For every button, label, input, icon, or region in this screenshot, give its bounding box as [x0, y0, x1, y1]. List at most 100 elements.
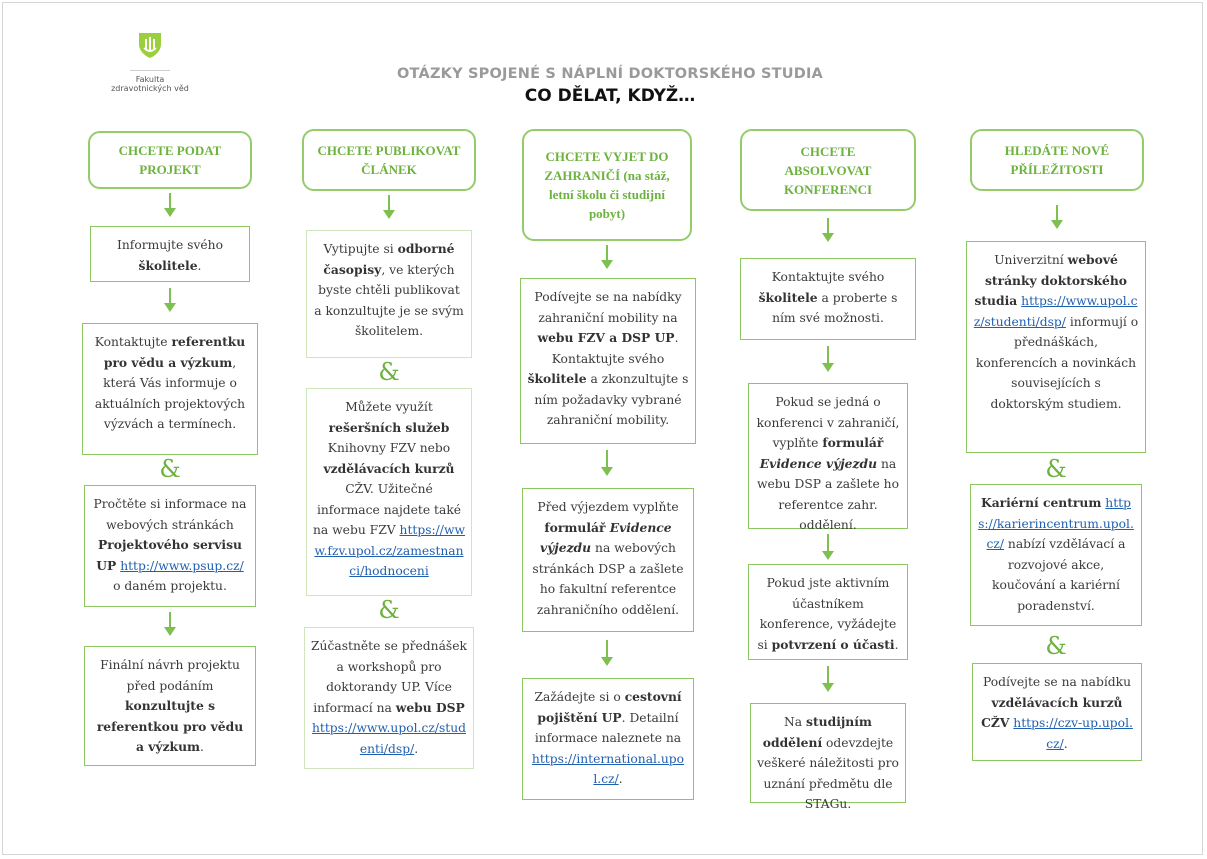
col4-box-1: Kontaktujte svého školitele a proberte s… — [740, 258, 916, 340]
logo-line-1: Fakulta — [135, 75, 165, 84]
col1-box-3-bold: Projektového servisu UP — [96, 537, 242, 573]
col1-arrow-3 — [164, 612, 176, 636]
col2-ampersand-1: & — [378, 358, 400, 386]
col5-heading-line-2: PŘÍLEŽITOSTI — [1010, 162, 1104, 177]
col1-box-4-bold: konzultujte s referentkou pro vědu a výz… — [96, 698, 244, 754]
col4-box-2-bold: formulář — [822, 435, 884, 450]
col3-box-2-bold: formulář — [544, 519, 610, 535]
col3-box-3: Zažádejte si o cestovní pojištění UP. De… — [522, 678, 694, 800]
col4-box-2-rest: na webu DSP a zašlete ho referentce zahr… — [757, 456, 899, 533]
col2-ampersand-2: & — [378, 596, 400, 624]
col2-box-1-text: Vytipujte si — [323, 242, 398, 256]
col2-box-3: Zúčastněte se přednášek a workshopů pro … — [304, 627, 474, 769]
czv-link[interactable]: https://czv-up.upol.cz/ — [1013, 716, 1133, 751]
col1-box-1-end: . — [197, 258, 202, 273]
faculty-shield-icon — [139, 33, 161, 58]
col2-box-1-bold: odborné časopisy — [323, 241, 455, 277]
col3-heading-line-2: ZAHRANIČÍ (na stáž, — [544, 168, 670, 183]
col4-box-3-text: Pokud jste aktivním účastníkem konferenc… — [757, 576, 897, 652]
international-link[interactable]: https://international.upol.cz/ — [531, 751, 685, 787]
col1-ampersand-1: & — [159, 455, 181, 483]
col4-box-4: Na studijním oddělení odevzdejte veškeré… — [750, 703, 906, 811]
col2-box-2-text: Můžete využít — [345, 400, 433, 414]
col4-box-4-rest: odevzdejte veškeré náležitosti pro uznán… — [757, 735, 899, 812]
col2-heading: CHCETE PUBLIKOVAT ČLÁNEK — [302, 129, 476, 191]
col3-arrow-3 — [601, 640, 613, 666]
page-header: OTÁZKY SPOJENÉ S NÁPLNÍ DOKTORSKÉHO STUD… — [330, 66, 890, 106]
col5-box-2-bold: Kariérní centrum — [981, 495, 1102, 510]
col3-box-1-text-2: . Kontaktujte svého — [551, 331, 679, 366]
psup-link[interactable]: http://www.psup.cz/ — [120, 558, 244, 573]
col5-box-3-bold: vzdělávacích kurzů CŽV — [981, 694, 1123, 731]
col2-box-2: Můžete využít rešeršních služeb Knihovny… — [306, 388, 472, 596]
col2-box-3-text: Zúčastněte se přednášek a workshopů pro … — [311, 639, 467, 715]
col4-arrow-3 — [822, 534, 834, 560]
col2-heading-line-1: CHCETE PUBLIKOVAT — [317, 143, 461, 158]
col1-arrow-2 — [164, 288, 176, 312]
col3-heading-line-3: letní školu či studijní — [549, 187, 665, 202]
col1-box-2: Kontaktujte referentku pro vědu a výzkum… — [82, 323, 258, 455]
col2-box-2-text-3: CŽV. Užitečné informace najdete také na … — [313, 482, 462, 537]
col4-box-4-bold: studijním oddělení — [762, 714, 872, 750]
col3-box-1: Podívejte se na nabídky zahraniční mobil… — [520, 278, 696, 444]
page-title: CO DĚLAT, KDYŽ… — [524, 86, 696, 106]
col3-box-1-bold-2: školitele — [527, 371, 587, 386]
col2-box-3-end: . — [414, 741, 419, 756]
col1-heading: CHCETE PODAT PROJEKT — [88, 131, 252, 189]
col3-box-2: Před výjezdem vyplňte formulář Evidence … — [522, 488, 694, 632]
col5-box-1: Univerzitní webové stránky doktorského s… — [966, 241, 1146, 453]
col5-ampersand-2: & — [1045, 632, 1067, 660]
col2-box-2-bold-1: rešeršních služeb — [328, 419, 450, 435]
col5-box-3-end: . — [1063, 736, 1068, 751]
col1-box-2-text: Kontaktujte — [94, 335, 172, 349]
col4-box-4-text: Na — [784, 715, 807, 729]
col3-box-1-text-3: a zkonzultujte s ním požadavky vybrané z… — [534, 372, 689, 427]
col2-arrow-1 — [383, 195, 395, 219]
col4-heading-line-1: CHCETE — [800, 143, 856, 159]
col4-box-3: Pokud jste aktivním účastníkem konferenc… — [748, 564, 908, 660]
col4-arrow-4 — [822, 666, 834, 692]
col1-box-3-text: Pročtěte si informace na webových stránk… — [93, 497, 247, 532]
col4-box-2-text: Pokud se jedná o konferenci v zahraničí,… — [756, 395, 900, 450]
col1-box-1-bold: školitele — [138, 257, 198, 273]
col4-box-3-end: . — [894, 637, 899, 652]
col1-box-1-text: Informujte svého — [117, 238, 223, 252]
dsp-link[interactable]: https://www.upol.cz/studenti/dsp/ — [311, 721, 467, 756]
col4-arrow-2 — [822, 346, 834, 372]
col3-box-1-text: Podívejte se na nabídky zahraniční mobil… — [534, 290, 682, 325]
col3-box-1-bold-1: webu FZV a DSP UP — [537, 330, 675, 345]
col5-box-3: Podívejte se na nabídku vzdělávacích kur… — [972, 663, 1142, 761]
col2-heading-line-2: ČLÁNEK — [361, 162, 417, 177]
karierni-centrum-link[interactable]: https://karierincentrum.upol.cz/ — [978, 496, 1134, 551]
col1-box-2-rest: , která Vás informuje o aktuálních proje… — [94, 355, 246, 432]
col1-box-4-end: . — [200, 740, 204, 754]
col5-ampersand-1: & — [1045, 455, 1067, 483]
fzv-hodnoceni-link[interactable]: https://www.fzv.upol.cz/zamestnanci/hodn… — [314, 523, 465, 578]
col4-arrow-1 — [822, 218, 834, 242]
col3-box-3-end: . — [618, 772, 623, 786]
page-subtitle: OTÁZKY SPOJENÉ S NÁPLNÍ DOKTORSKÉHO STUD… — [397, 66, 823, 82]
col5-box-1-bold: webové stránky doktorského studia — [974, 252, 1128, 308]
col5-box-3-text: Podívejte se na nabídku — [982, 675, 1132, 689]
col5-box-2-rest: nabízí vzdělávací a rozvojové akce, kouč… — [992, 537, 1126, 613]
col3-box-3-text: Zažádejte si o — [534, 690, 625, 704]
dsp-link-2[interactable]: https://www.upol.cz/studenti/dsp/ — [973, 294, 1138, 329]
logo-line-2: zdravotnických věd — [111, 84, 189, 93]
col4-box-2-italic: Evidence výjezdu — [759, 455, 878, 471]
col3-box-3-bold: cestovní pojištění UP — [537, 689, 682, 725]
col4-box-1-text: Kontaktujte svého — [771, 270, 885, 284]
col5-arrow-1 — [1051, 205, 1063, 229]
col5-box-2: Kariérní centrum https://karierincentrum… — [970, 484, 1142, 626]
col1-arrow-1 — [164, 193, 176, 217]
col2-box-1-rest: , ve kterých byste chtěli publikovat a k… — [314, 262, 464, 339]
col4-box-2: Pokud se jedná o konferenci v zahraničí,… — [748, 383, 908, 532]
col2-box-1: Vytipujte si odborné časopisy, ve kterýc… — [306, 230, 472, 358]
col1-heading-line-1: CHCETE PODAT — [118, 143, 222, 158]
faculty-logo: Fakulta zdravotnických věd — [100, 30, 200, 93]
col3-box-3-text-2: . Detailní informace naleznete na — [534, 710, 682, 746]
col4-heading-line-3: KONFERENCI — [783, 181, 873, 197]
col1-heading-line-2: PROJEKT — [139, 162, 201, 177]
